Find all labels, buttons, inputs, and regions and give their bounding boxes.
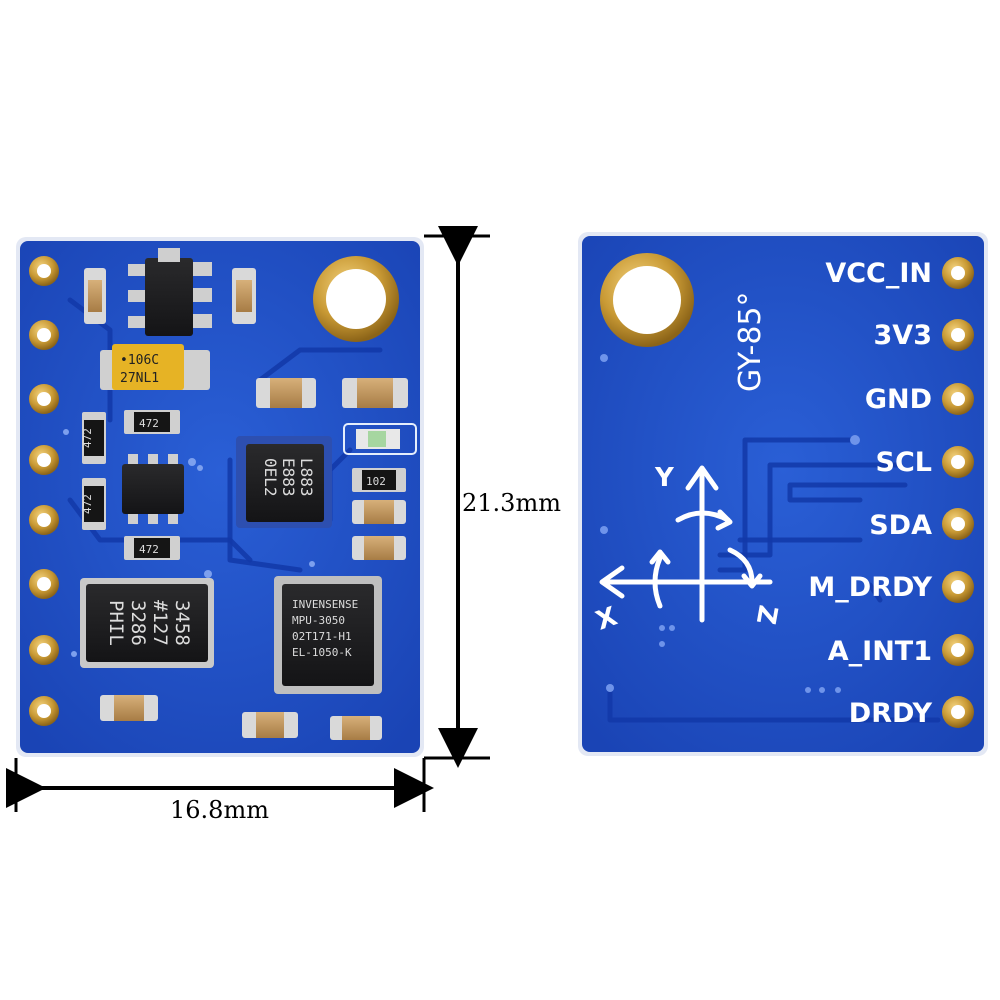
y-axis-label: Y [654, 463, 675, 493]
front-pin-3-hole [37, 392, 51, 406]
resistor-top-label: 472 [139, 417, 159, 430]
back-board: GY-85° Y X Z VCC_IN 3V3 GND SCL [578, 232, 988, 756]
resistor-left-2-label: 472 [81, 494, 94, 514]
y-rotation-arc-head [715, 509, 733, 531]
pin-sda-hole [951, 517, 965, 531]
tantalum-capacitor: •106C 27NL1 [100, 344, 210, 390]
magnetometer-chip: 3458 #127 3286 PHIL [80, 578, 214, 668]
front-pin-1-hole [37, 264, 51, 278]
pin-label-vcc-in: VCC_IN [825, 258, 932, 289]
pin-label-a-int1: A_INT1 [828, 636, 932, 667]
x-rotation-arc [652, 555, 663, 609]
tantalum-label-1: •106C [120, 353, 159, 368]
pin-m-drdy-hole [951, 580, 965, 594]
back-vias [600, 354, 860, 693]
pin-vcc-in-hole [951, 266, 965, 280]
z-axis-label: Z [750, 603, 783, 627]
front-pin-8-hole [37, 704, 51, 718]
pin-drdy-hole [951, 705, 965, 719]
voltage-regulator [128, 248, 212, 336]
front-pin-4-hole [37, 453, 51, 467]
front-header-pins [29, 256, 59, 726]
imu-chip-line-1: INVENSENSE [292, 598, 358, 611]
mag-chip-line-3: 3286 [127, 600, 149, 646]
tantalum-label-2: 27NL1 [120, 371, 159, 386]
front-mounting-hole-center [326, 269, 386, 329]
accel-chip-line-2: E883 [279, 458, 298, 497]
back-traces [607, 437, 941, 723]
imu-chip-line-2: MPU-3050 [292, 614, 345, 627]
gyroscope-chip: INVENSENSE MPU-3050 02T171-H1 EL-1050-K [274, 576, 382, 694]
pin-label-sda: SDA [869, 510, 932, 541]
pin-gnd-hole [951, 392, 965, 406]
front-smd-caps [84, 268, 408, 740]
back-pin-header: VCC_IN 3V3 GND SCL SDA M_DRDY A_INT1 DRD… [808, 257, 974, 729]
accel-chip-line-3: L883 [297, 458, 316, 497]
front-pin-7-hole [37, 643, 51, 657]
front-pin-5-hole [37, 513, 51, 527]
resistor-left-1-label: 472 [81, 428, 94, 448]
pin-scl-hole [951, 455, 965, 469]
model-label: GY-85° [733, 291, 768, 392]
resistor-right-label: 102 [366, 475, 386, 488]
mag-chip-line-4: PHIL [105, 600, 127, 646]
width-dimension-label: 16.8mm [170, 796, 269, 824]
mag-chip-line-2: #127 [149, 600, 171, 646]
y-axis-arrow-head [685, 465, 719, 491]
orientation-axes-icon: Y X Z [592, 463, 783, 637]
level-shifter-chip [122, 454, 184, 524]
back-board-pcb [582, 236, 984, 752]
pin-label-m-drdy: M_DRDY [808, 572, 932, 603]
accel-chip-line-1: 0EL2 [261, 458, 280, 497]
pin-a-int1-hole [951, 643, 965, 657]
imu-chip-line-4: EL-1050-K [292, 646, 352, 659]
front-vias [63, 429, 315, 657]
pin-label-3v3: 3V3 [874, 320, 932, 351]
resistor-bottom-label: 472 [139, 543, 159, 556]
front-board: •106C 27NL1 472 472 472 472 102 [16, 237, 424, 757]
front-resistors: 472 472 472 472 102 [81, 410, 406, 560]
height-dimension-label: 21.3mm [462, 489, 561, 517]
dimension-annotations: 21.3mm 16.8mm [6, 226, 561, 824]
x-axis-arrow-head [599, 565, 625, 599]
front-pin-6-hole [37, 577, 51, 591]
pin-label-scl: SCL [876, 447, 932, 478]
pin-label-gnd: GND [865, 384, 932, 415]
mag-chip-line-1: 3458 [171, 600, 193, 646]
x-rotation-arc-head [649, 549, 671, 565]
imu-chip-line-3: 02T171-H1 [292, 630, 352, 643]
z-rotation-arc-head [741, 573, 763, 589]
power-led [343, 423, 417, 455]
front-pin-2-hole [37, 328, 51, 342]
back-mounting-hole-center [613, 266, 681, 334]
accelerometer-chip: 0EL2 E883 L883 [236, 436, 332, 528]
z-rotation-arc [727, 547, 755, 585]
height-label-background [462, 486, 558, 518]
pin-3v3-hole [951, 328, 965, 342]
pin-label-drdy: DRDY [849, 698, 933, 729]
